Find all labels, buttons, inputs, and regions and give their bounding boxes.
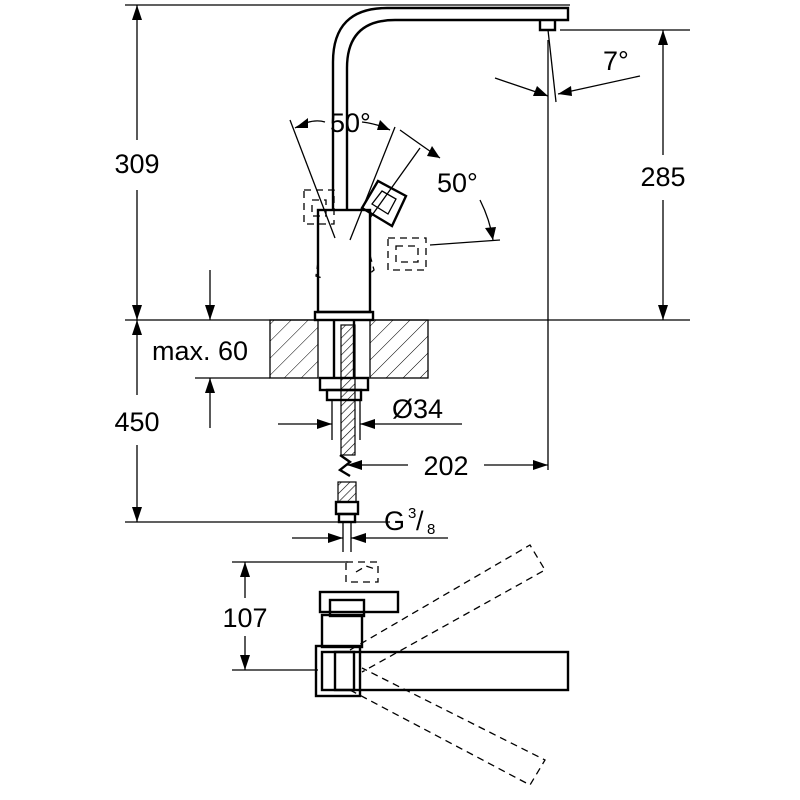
thread-numerator-label: 3: [408, 505, 416, 522]
dimension-total-height: 309: [114, 5, 160, 320]
thread-denominator-label: 8: [427, 521, 435, 538]
dimension-spout-height: 285: [640, 30, 686, 320]
dimension-spout-reach: 202: [347, 451, 548, 481]
faucet-plan-view: [314, 544, 570, 786]
lever-angle-right-label: 50°: [437, 168, 478, 198]
total-height-label: 309: [114, 149, 159, 179]
hose-length-label: 450: [114, 407, 159, 437]
dimension-max-deck: max. 60: [152, 270, 248, 428]
max-deck-label: max. 60: [152, 336, 248, 366]
thread-slash-label: /: [416, 506, 424, 536]
spout-tilt-label: 7°: [603, 46, 629, 76]
hole-diameter-label: Ø34: [392, 394, 443, 424]
dimension-hose-length: 450: [114, 320, 160, 522]
dimension-plan-depth: 107: [222, 561, 348, 671]
spout-reach-label: 202: [423, 451, 468, 481]
spout-height-label: 285: [640, 162, 685, 192]
dimension-spout-tilt: 7°: [494, 29, 641, 103]
dimension-lever-angle: 50° 50°: [289, 108, 501, 246]
mounting-assembly: [318, 320, 370, 552]
lever-angle-left-label: 50°: [330, 108, 371, 138]
reference-lines: [125, 4, 690, 523]
plan-depth-label: 107: [222, 603, 267, 633]
dimension-hole-diameter: Ø34: [278, 394, 462, 429]
thread-prefix-label: G: [384, 506, 405, 536]
dimension-thread: G 3 / 8: [292, 505, 448, 543]
faucet-side-view: [303, 6, 570, 322]
